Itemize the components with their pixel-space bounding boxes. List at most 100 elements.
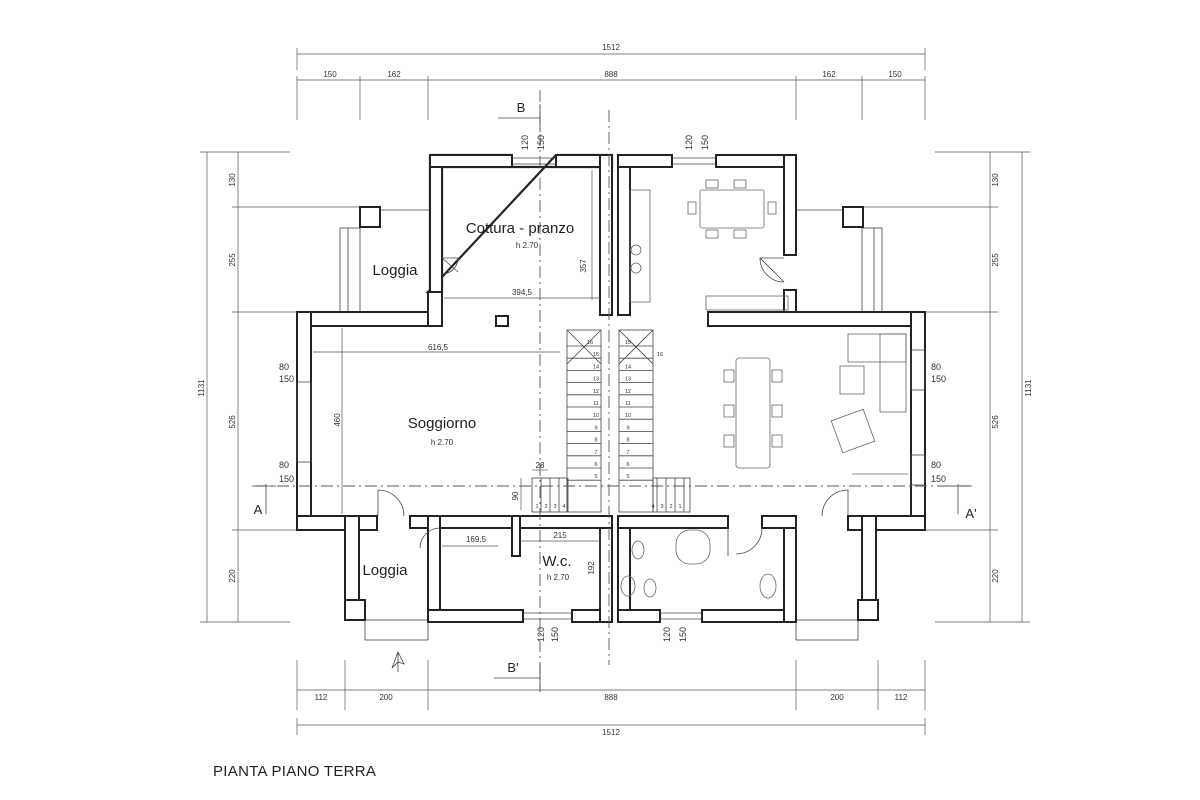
room-height-soggiorno: h 2.70 bbox=[431, 438, 454, 447]
dim-right-a: 130 bbox=[991, 173, 1000, 187]
room-label-cottura: Cottura - pranzo bbox=[466, 220, 574, 237]
axis-lines bbox=[255, 90, 970, 690]
stair-step-number: 10 bbox=[593, 413, 599, 419]
room-height-wc: h 2.70 bbox=[547, 573, 570, 582]
dim-left-d: 220 bbox=[228, 569, 237, 583]
stair-step-number: 12 bbox=[593, 389, 599, 395]
living-furniture bbox=[723, 333, 908, 475]
stair-step-number: 7 bbox=[626, 450, 629, 456]
plan-title: PIANTA PIANO TERRA bbox=[213, 763, 376, 780]
stair-step-number: 2 bbox=[544, 504, 547, 510]
stair-step-number: 14 bbox=[625, 364, 631, 370]
dim-bottom-left1: 112 bbox=[315, 693, 328, 702]
svg-text:150: 150 bbox=[536, 135, 546, 150]
dim-right-c: 526 bbox=[991, 415, 1000, 429]
doors bbox=[377, 257, 849, 556]
dim-top-mid: 888 bbox=[604, 70, 618, 79]
stair-step-number: 6 bbox=[626, 462, 629, 468]
interior-dimension-lines bbox=[313, 170, 601, 608]
stair-step-number: 16 bbox=[657, 352, 663, 358]
svg-text:616,5: 616,5 bbox=[428, 343, 449, 352]
stair-step-number: 8 bbox=[626, 438, 629, 444]
stair-step-number: 7 bbox=[594, 450, 597, 456]
room-label-loggia-top: Loggia bbox=[372, 262, 418, 279]
stair-step-number: 10 bbox=[625, 413, 631, 419]
stair-step-number: 3 bbox=[553, 504, 556, 510]
kitchen-furniture bbox=[629, 179, 789, 311]
stair-step-number: 8 bbox=[594, 438, 597, 444]
stair-step-number: 9 bbox=[626, 425, 629, 431]
room-label-wc: W.c. bbox=[542, 553, 571, 570]
stair-step-number: 6 bbox=[594, 462, 597, 468]
dim-bottom-left2: 200 bbox=[379, 693, 393, 702]
dimension-lines bbox=[200, 48, 1030, 735]
svg-text:150: 150 bbox=[279, 374, 294, 384]
section-a-prime-label: A' bbox=[965, 506, 976, 521]
svg-text:150: 150 bbox=[678, 627, 688, 642]
svg-text:394,5: 394,5 bbox=[512, 288, 533, 297]
stair-step-number: 1 bbox=[678, 504, 681, 510]
svg-text:80: 80 bbox=[931, 362, 941, 372]
dim-right-d: 220 bbox=[991, 569, 1000, 583]
dim-left-c: 526 bbox=[228, 415, 237, 429]
stair-step-number: 4 bbox=[651, 504, 654, 510]
svg-text:80: 80 bbox=[931, 460, 941, 470]
svg-text:357: 357 bbox=[579, 259, 588, 273]
section-b-prime-label: B' bbox=[507, 660, 518, 675]
section-markers bbox=[252, 104, 972, 692]
dim-left-b: 255 bbox=[228, 253, 237, 267]
svg-text:80: 80 bbox=[279, 362, 289, 372]
dim-top-left1: 150 bbox=[323, 70, 337, 79]
stair-step-number: 2 bbox=[669, 504, 672, 510]
room-height-cottura: h 2.70 bbox=[516, 241, 539, 250]
svg-text:120: 120 bbox=[520, 135, 530, 150]
walls bbox=[296, 153, 926, 623]
dim-top-left2: 162 bbox=[387, 70, 401, 79]
window-labels: 120 150 120 150 120 150 120 150 80 150 8… bbox=[279, 135, 946, 642]
stair-step-number: 12 bbox=[625, 389, 631, 395]
section-b-label: B bbox=[517, 100, 526, 115]
stair-step-number: 11 bbox=[593, 401, 599, 407]
stair-step-number: 3 bbox=[660, 504, 663, 510]
dim-bottom-mid: 888 bbox=[604, 693, 618, 702]
svg-text:28: 28 bbox=[536, 461, 545, 470]
dim-bottom-total: 1512 bbox=[602, 728, 620, 737]
dim-left-a: 130 bbox=[228, 173, 237, 187]
svg-text:150: 150 bbox=[931, 374, 946, 384]
stair-step-number: 4 bbox=[562, 504, 565, 510]
stairs-left bbox=[531, 329, 602, 513]
svg-text:150: 150 bbox=[550, 627, 560, 642]
stair-step-number: 11 bbox=[625, 401, 631, 407]
interior-dimension-labels: 394,5 357 616,5 460 169,5 215 192 28 90 bbox=[333, 259, 596, 575]
dim-right-total: 1131 bbox=[1024, 379, 1033, 397]
stair-step-number: 9 bbox=[594, 425, 597, 431]
dim-top-right1: 150 bbox=[888, 70, 902, 79]
section-a-label: A bbox=[254, 502, 263, 517]
dim-top-total: 1512 bbox=[602, 43, 620, 52]
stair-step-number: 16 bbox=[587, 340, 593, 346]
bathroom-fixtures bbox=[620, 529, 777, 599]
dim-bottom-right2: 200 bbox=[830, 693, 844, 702]
stair-step-number: 15 bbox=[593, 352, 599, 358]
north-arrow-icon bbox=[391, 651, 405, 672]
svg-text:120: 120 bbox=[536, 627, 546, 642]
stair-step-number: 5 bbox=[594, 474, 597, 480]
stair-step-number: 13 bbox=[625, 377, 631, 383]
svg-text:90: 90 bbox=[511, 491, 520, 500]
stair-step-number: 1 bbox=[535, 504, 538, 510]
stair-step-number: 13 bbox=[593, 377, 599, 383]
stair-step-number: 14 bbox=[593, 364, 599, 370]
svg-text:150: 150 bbox=[931, 474, 946, 484]
dim-left-total: 1131 bbox=[197, 379, 206, 397]
room-label-soggiorno: Soggiorno bbox=[408, 415, 476, 432]
svg-text:215: 215 bbox=[553, 531, 567, 540]
svg-text:192: 192 bbox=[587, 561, 596, 575]
dimension-labels: 1512 150 162 888 162 150 112 200 888 200… bbox=[197, 43, 1033, 737]
dim-bottom-right1: 112 bbox=[895, 693, 908, 702]
svg-text:120: 120 bbox=[684, 135, 694, 150]
dim-right-b: 255 bbox=[991, 253, 1000, 267]
svg-text:460: 460 bbox=[333, 413, 342, 427]
room-label-loggia-bottom: Loggia bbox=[362, 562, 408, 579]
